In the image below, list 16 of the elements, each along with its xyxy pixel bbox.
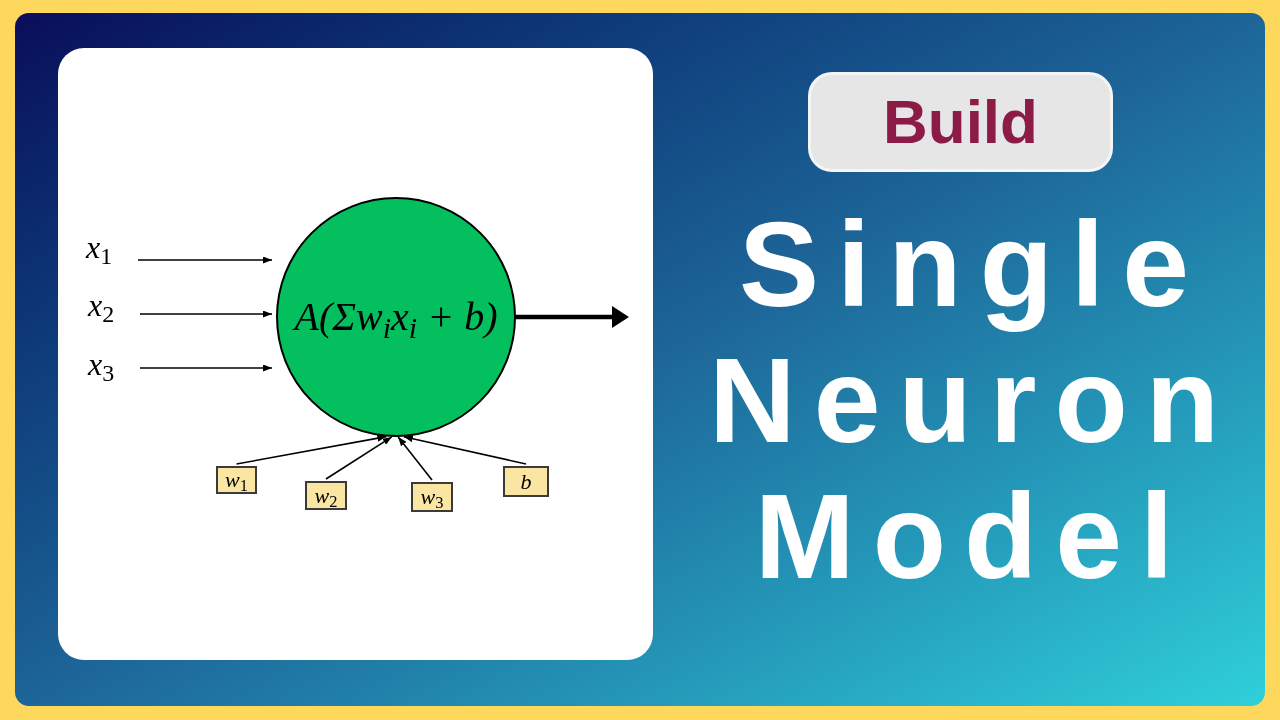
input-variable: x$_{3}$ <box>88 343 132 385</box>
input-variable: x$_{2}$ <box>88 284 132 326</box>
arrow <box>516 306 629 328</box>
title-text: Single Neuron Model <box>708 196 1238 604</box>
input-variable: x$_{1}$ <box>86 226 130 268</box>
parameter-tag: w$_{1}$ <box>216 466 257 494</box>
heading-pill: Build <box>808 72 1113 172</box>
parameter-tag: w$_{2}$ <box>305 481 347 510</box>
parameter-tag: w$_{3}$ <box>411 482 453 512</box>
arrow <box>397 436 433 481</box>
arrow <box>139 310 273 318</box>
arrow <box>139 364 273 372</box>
arrow <box>325 436 393 480</box>
parameter-tag: b <box>503 466 549 497</box>
arrow <box>137 256 273 264</box>
arrow <box>403 435 527 465</box>
